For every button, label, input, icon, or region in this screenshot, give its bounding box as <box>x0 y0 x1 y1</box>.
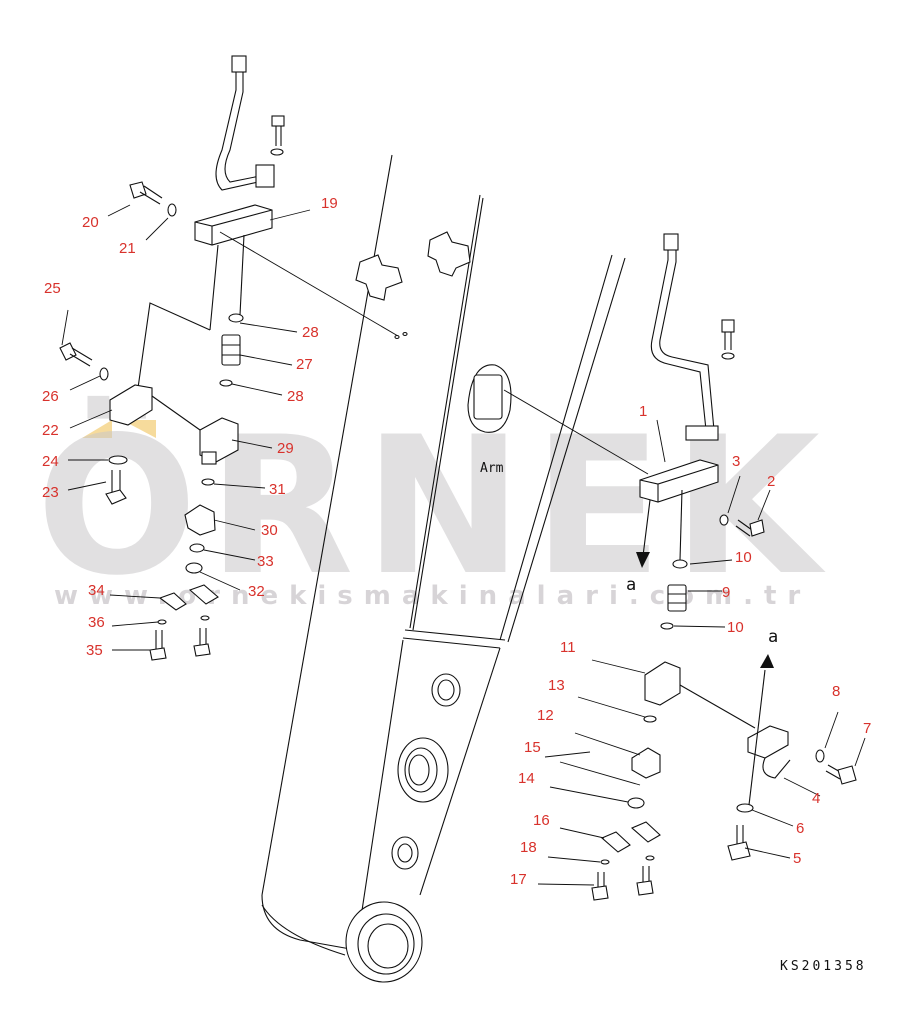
part-number-28b: 28 <box>287 388 304 405</box>
right-assembly <box>394 233 857 901</box>
part-number-19: 19 <box>321 195 338 212</box>
part-number-9: 9 <box>722 584 730 601</box>
part-number-30: 30 <box>261 522 278 539</box>
part-number-23: 23 <box>42 484 59 501</box>
part-number-25: 25 <box>44 280 61 297</box>
part-number-36: 36 <box>88 614 105 631</box>
part-number-22: 22 <box>42 422 59 439</box>
arrow-label-up: a <box>768 627 778 647</box>
part-number-34: 34 <box>88 582 105 599</box>
part-number-20: 20 <box>82 214 99 231</box>
arrow-down-icon <box>636 552 650 568</box>
part-number-4: 4 <box>812 790 820 807</box>
left-assembly <box>59 55 399 661</box>
part-number-18: 18 <box>520 839 537 856</box>
part-number-15: 15 <box>524 739 541 756</box>
part-number-16: 16 <box>533 812 550 829</box>
arm-label: Arm <box>480 461 504 476</box>
part-number-13: 13 <box>548 677 565 694</box>
part-number-2: 2 <box>767 473 775 490</box>
part-number-7: 7 <box>863 720 871 737</box>
part-number-24: 24 <box>42 453 59 470</box>
watermark-accent-left <box>82 420 112 438</box>
part-number-21: 21 <box>119 240 136 257</box>
part-number-35: 35 <box>86 642 103 659</box>
part-number-1: 1 <box>639 403 647 420</box>
part-number-33: 33 <box>257 553 274 570</box>
part-number-5: 5 <box>793 850 801 867</box>
part-number-28a: 28 <box>302 324 319 341</box>
part-number-3: 3 <box>732 453 740 470</box>
part-labels: 1 2 3 4 5 6 7 8 9 10 10 11 12 13 14 15 1… <box>42 195 871 888</box>
part-number-27: 27 <box>296 356 313 373</box>
arm-boom <box>261 154 626 983</box>
part-number-11: 11 <box>560 639 576 656</box>
part-number-29: 29 <box>277 440 294 457</box>
part-number-10b: 10 <box>727 619 744 636</box>
part-number-6: 6 <box>796 820 804 837</box>
arrow-up-icon <box>760 654 774 668</box>
part-number-12: 12 <box>537 707 554 724</box>
part-number-14: 14 <box>518 770 535 787</box>
part-number-17: 17 <box>510 871 527 888</box>
drawing-code: KS201358 <box>780 959 867 974</box>
part-number-32: 32 <box>248 583 265 600</box>
watermark-accent-right <box>122 420 156 438</box>
part-number-31: 31 <box>269 481 286 498</box>
part-number-8: 8 <box>832 683 840 700</box>
part-number-26: 26 <box>42 388 59 405</box>
part-number-10a: 10 <box>735 549 752 566</box>
arrow-label-down: a <box>626 575 636 595</box>
leader-lines <box>61 204 866 886</box>
